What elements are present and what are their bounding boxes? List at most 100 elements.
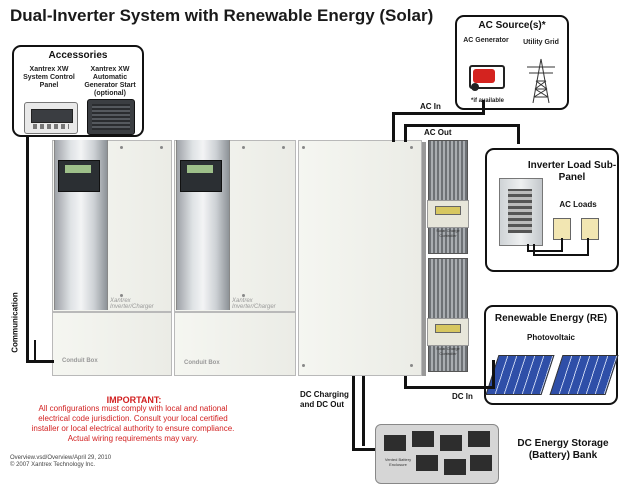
generator-body: [473, 69, 495, 83]
load-wire-1: [527, 244, 529, 252]
ac-loads-label: AC Loads: [559, 200, 597, 209]
dc-in-label: DC In: [452, 392, 473, 401]
battery-enclosure-label: Vented Battery Enclosure: [384, 457, 412, 467]
load-wire-3: [561, 238, 563, 252]
important-notice: All configurations must comply with loca…: [14, 404, 252, 444]
charge-controller-1: [427, 200, 469, 228]
important-line: Actual wiring requirements may vary.: [67, 434, 199, 443]
battery-cell: [470, 455, 492, 471]
inverter-1-display: [58, 160, 100, 192]
inverter-2-label: Xantrex Inverter/Charger: [232, 298, 276, 310]
inverter-2-display: [180, 160, 222, 192]
screw: [242, 294, 245, 297]
footer-file: Overview.vsd/Overview/April 29, 2010: [10, 455, 112, 461]
load-wire-6: [587, 238, 589, 256]
generator-start-grille: [92, 104, 130, 130]
battery-cell: [440, 435, 462, 451]
dc-charging-wire-3: [352, 448, 380, 451]
breaker-array: [508, 189, 532, 233]
accessories-title: Accessories: [48, 50, 108, 61]
conduit-box-2: [174, 312, 296, 376]
generator-label: AC Generator: [463, 37, 509, 44]
important-line: All configurations must comply with loca…: [38, 404, 228, 413]
screw: [160, 146, 163, 149]
ac-in-wire-h: [392, 112, 484, 115]
dc-charging-wire-1: [352, 376, 355, 450]
battery-cell: [412, 431, 434, 447]
battery-cell: [416, 455, 438, 471]
screw: [302, 146, 305, 149]
communication-wire-v: [26, 137, 29, 363]
screw: [282, 146, 285, 149]
charge-controller-2: [427, 318, 469, 346]
important-line: electrical code jurisdiction. Consult yo…: [38, 414, 228, 423]
dc-charging-label: DC Charging and DC Out: [300, 390, 349, 409]
battery-bank: Vented Battery Enclosure: [375, 424, 499, 484]
dc-in-wire-h: [404, 386, 494, 389]
important-line: installer or local electrical authority …: [31, 424, 235, 433]
battery-cell: [444, 459, 466, 475]
pv-module-2: [549, 355, 619, 395]
communication-label: Communication: [10, 292, 20, 353]
renewable-title: Renewable Energy (RE): [494, 313, 608, 324]
ac-in-wire-v: [392, 112, 395, 142]
control-panel-device: [24, 102, 78, 134]
battery-cell: [468, 431, 490, 447]
ac-sources-box: AC Source(s)* AC Generator Utility Grid …: [455, 15, 569, 110]
ac-sources-note: *if available: [471, 98, 505, 104]
generator-wheel: [471, 83, 479, 91]
ac-out-wire-v: [404, 124, 407, 142]
renewable-energy-box: Renewable Energy (RE) Photovoltaic: [484, 305, 619, 405]
inverter-1-label: Xantrex Inverter/Charger: [110, 298, 154, 310]
outlet-2: [581, 218, 599, 240]
equipment-shadow: [422, 142, 426, 376]
communication-wire-h: [26, 360, 54, 363]
generator-start-device: [87, 99, 135, 135]
charge-controller-1-heatsink: [428, 140, 468, 254]
conduit-box-2-label: Conduit Box: [184, 360, 220, 366]
utility-grid-icon: [527, 58, 555, 103]
pv-module-1: [485, 355, 555, 395]
ac-sources-title: AC Source(s)*: [478, 20, 546, 31]
battery-title: DC Energy Storage (Battery) Bank: [517, 438, 609, 461]
page-title: Dual-Inverter System with Renewable Ener…: [10, 6, 434, 25]
ac-out-wire-down: [517, 124, 520, 144]
conduit-box-1: [52, 312, 172, 376]
ac-out-wire-h: [404, 124, 520, 127]
conduit-box-1-label: Conduit Box: [62, 358, 98, 364]
ac-in-wire-up: [482, 100, 485, 115]
generator-start-label: Xantrex XW Automatic Generator Start (op…: [84, 66, 136, 97]
screw: [410, 364, 413, 367]
screw: [120, 146, 123, 149]
communication-wire-v2: [34, 340, 36, 362]
accessories-box: Accessories Xantrex XW System Control Pa…: [12, 45, 144, 137]
load-subpanel-box: Inverter Load Sub-Panel AC Loads: [485, 148, 619, 272]
charge-controller-2-label: Solar Charge Controller: [436, 346, 460, 356]
ac-in-label: AC In: [420, 102, 441, 111]
ac-out-label: AC Out: [424, 128, 452, 137]
pv-label: Photovoltaic: [526, 333, 575, 342]
load-subpanel-title: Inverter Load Sub-Panel: [527, 160, 617, 183]
control-panel-screen: [31, 109, 73, 123]
important-heading: IMPORTANT:: [106, 395, 162, 405]
charge-controller-2-heatsink: [428, 258, 468, 372]
dc-in-wire-up: [492, 360, 495, 389]
load-wire-5: [533, 254, 589, 256]
control-panel-buttons: [33, 124, 69, 129]
battery-cell: [384, 435, 406, 451]
breaker-panel: [499, 178, 543, 246]
generator-frame: [469, 65, 505, 89]
charge-controller-1-label: Solar Charge Controller: [436, 228, 460, 238]
footer-copyright: © 2007 Xantrex Technology Inc.: [10, 462, 96, 468]
load-wire-2: [527, 250, 561, 252]
dc-charging-wire-2: [362, 376, 365, 446]
footer: Overview.vsd/Overview/April 29, 2010 © 2…: [10, 455, 111, 469]
screw: [242, 146, 245, 149]
generator-icon: [467, 61, 505, 91]
grid-label: Utility Grid: [523, 39, 559, 46]
control-panel-label: Xantrex XW System Control Panel: [23, 66, 75, 89]
load-wire-4: [533, 244, 535, 256]
screw: [302, 364, 305, 367]
dc-in-wire-v: [404, 376, 407, 388]
screw: [120, 294, 123, 297]
